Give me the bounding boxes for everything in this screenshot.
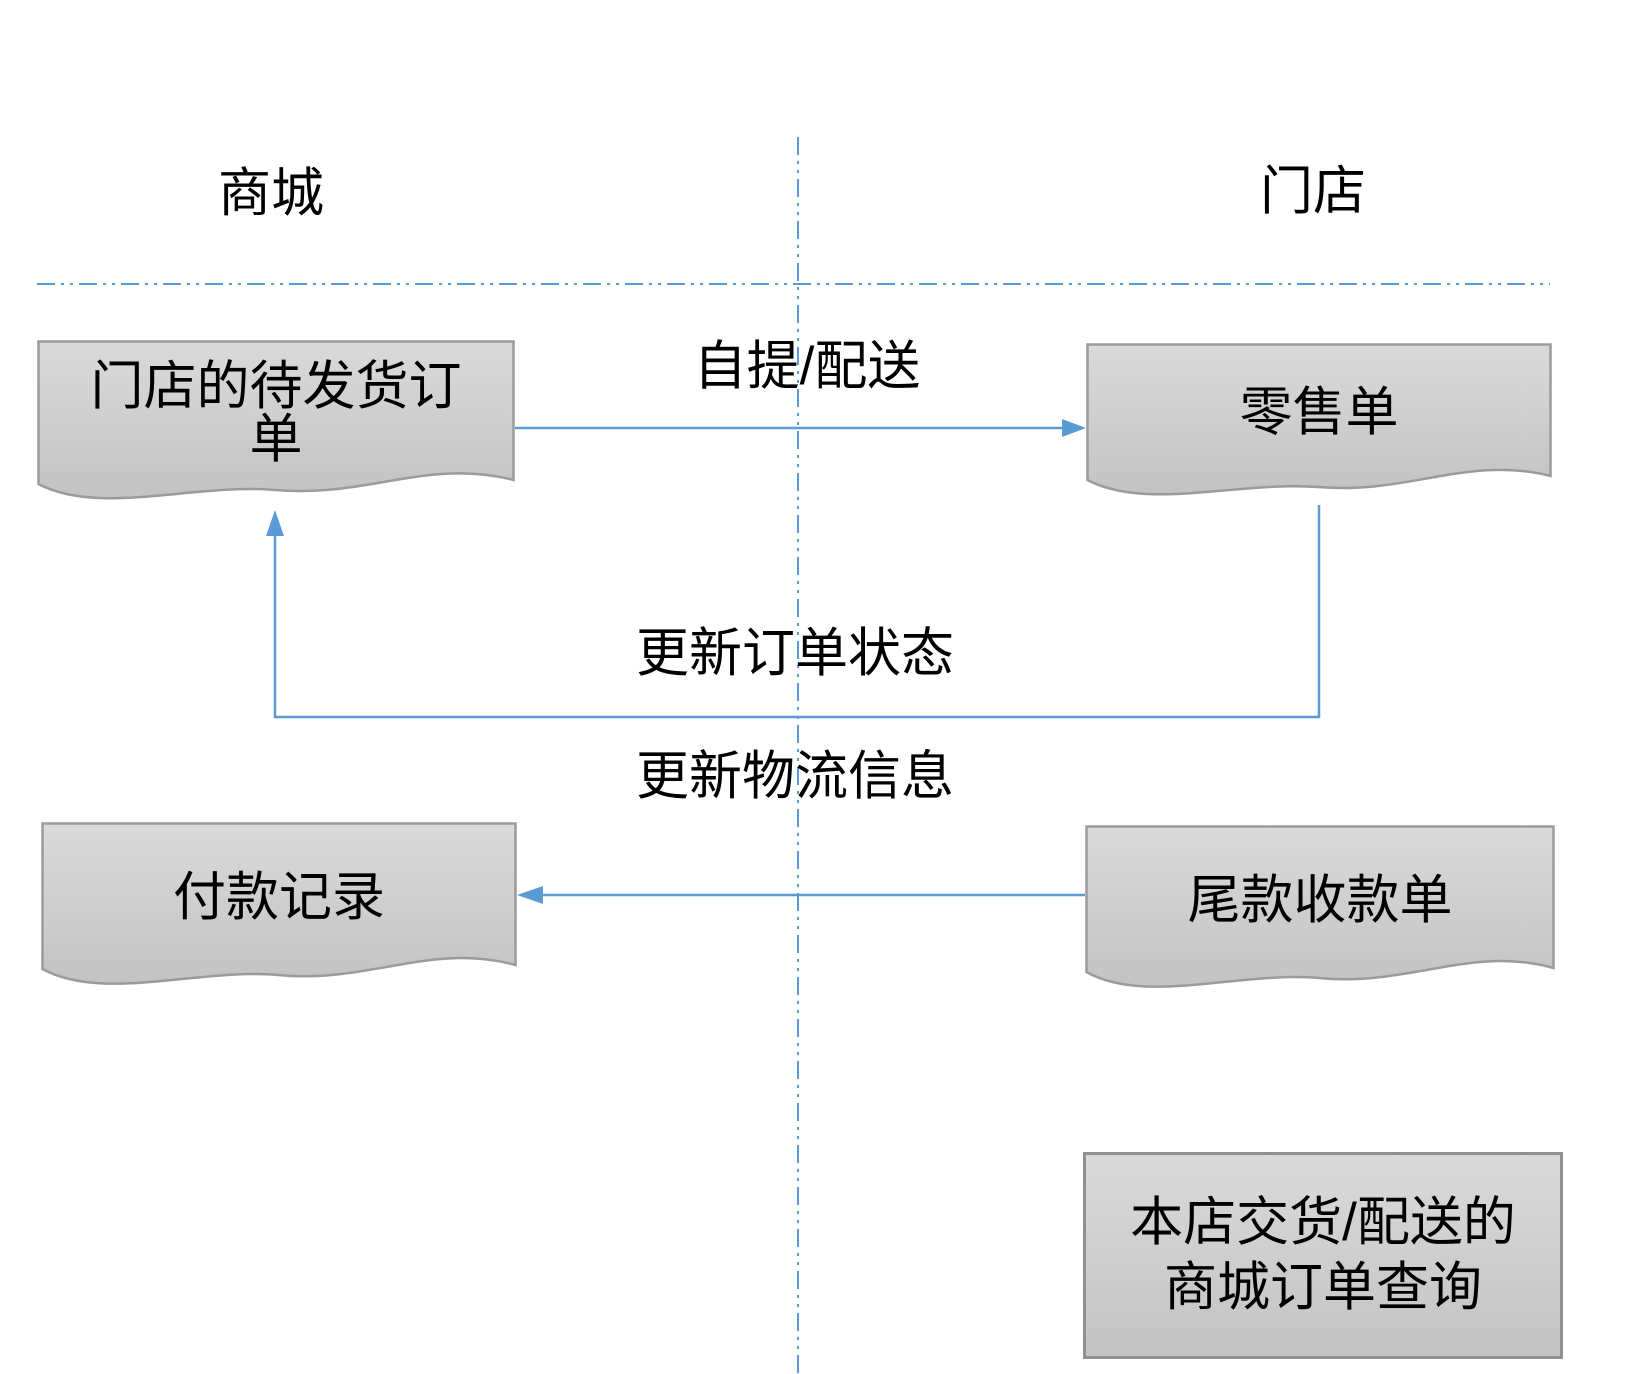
- node-final-payment-receipt: 尾款收款单: [1085, 825, 1555, 997]
- node-label: 门店的待发货订 单: [90, 357, 462, 469]
- document-shape: [1086, 343, 1552, 496]
- node-pending-orders: 门店的待发货订 单: [37, 340, 515, 508]
- lane-header-mall: 商城: [218, 164, 324, 223]
- lane-header-store: 门店: [1260, 162, 1366, 221]
- document-shape: [37, 340, 515, 500]
- node-retail-order: 零售单: [1086, 343, 1552, 503]
- edge-payment-arrowhead: [517, 886, 543, 904]
- node-label: 零售单: [1239, 382, 1399, 442]
- node-payment-record: 付款记录: [41, 822, 517, 994]
- edge-label-update-order-status: 更新订单状态: [636, 624, 954, 683]
- node-label: 尾款收款单: [1187, 870, 1453, 930]
- edge-label-update-logistics: 更新物流信息: [636, 747, 954, 806]
- edge-pickup-delivery-arrowhead: [1062, 419, 1086, 437]
- edge-update-status-line: [273, 505, 1321, 719]
- node-label: 付款记录: [173, 867, 385, 927]
- node-store-delivery-query: 本店交货/配送的 商城订单查询: [1083, 1152, 1563, 1359]
- document-shape: [41, 822, 517, 985]
- document-shape: [1085, 825, 1555, 988]
- edge-label-pickup-delivery: 自提/配送: [693, 337, 921, 396]
- edge-update-status-arrowhead: [266, 510, 284, 536]
